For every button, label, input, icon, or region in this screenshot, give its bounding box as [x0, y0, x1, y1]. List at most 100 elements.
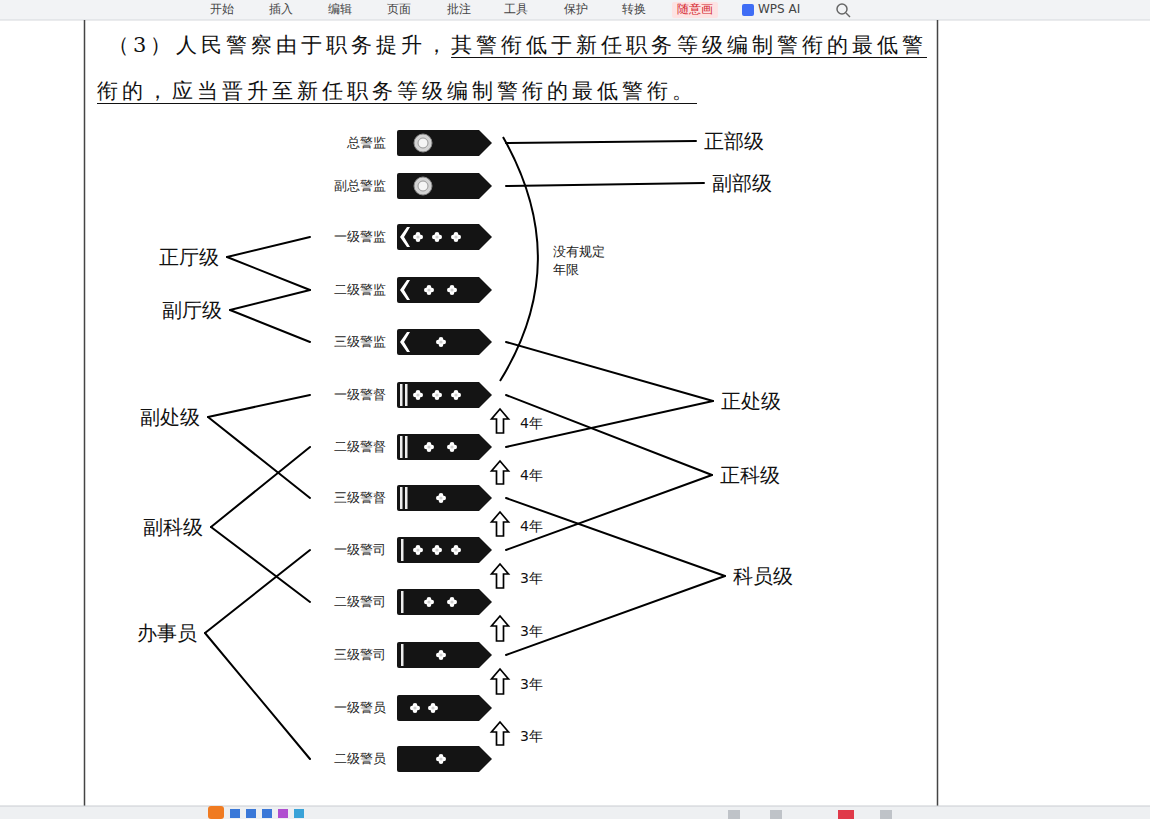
rank-node: 一级警司 [310, 536, 506, 564]
level-node: 正厅级 [151, 242, 227, 272]
level-node: 正科级 [712, 460, 788, 490]
board-body [397, 173, 492, 199]
ime-icon [246, 809, 256, 818]
shoulder-board [397, 173, 493, 199]
connector-line [205, 550, 310, 633]
rank-name: 副总警监 [310, 172, 386, 200]
year-label: 4年 [519, 518, 544, 535]
shoulder-board [397, 224, 493, 250]
rank-node: 一级警督 [310, 381, 506, 409]
search-icon [837, 4, 847, 14]
shoulder-board [397, 277, 493, 303]
year-label: 3年 [519, 623, 544, 640]
level-name: 副部级 [712, 170, 772, 196]
board-star [416, 548, 419, 551]
rank-name: 一级警监 [310, 223, 386, 251]
connector-line [211, 447, 310, 527]
year-label: 3年 [519, 728, 544, 745]
board-chevron [400, 280, 410, 300]
shoulder-board [397, 130, 493, 156]
board-emblem [418, 181, 428, 191]
shoulder-board [397, 434, 493, 460]
level-name: 正科级 [720, 462, 780, 488]
level-node: 副处级 [132, 402, 208, 432]
year-arrow [492, 722, 509, 745]
rank-name: 二级警监 [310, 276, 386, 304]
connector-line [211, 527, 310, 602]
search-icon [846, 13, 850, 17]
ime-icon [208, 806, 224, 819]
board-bar [405, 436, 408, 458]
connector-line [506, 183, 704, 186]
year-label: 3年 [519, 676, 544, 693]
rank-node: 副总警监 [310, 172, 506, 200]
shoulder-board [397, 642, 493, 668]
rank-node: 二级警监 [310, 276, 506, 304]
board-body [397, 485, 492, 511]
board-star [450, 445, 453, 448]
board-body [397, 642, 492, 668]
level-name: 正厅级 [159, 244, 219, 270]
level-node: 副厅级 [154, 295, 230, 325]
ai-icon [742, 4, 754, 16]
page-border [84, 20, 86, 806]
board-body [397, 537, 492, 563]
board-bar [401, 539, 404, 561]
board-body [397, 130, 492, 156]
level-name: 副处级 [140, 404, 200, 430]
rank-name: 二级警司 [310, 588, 386, 616]
board-body [397, 434, 492, 460]
rank-node: 三级警监 [310, 328, 506, 356]
connector-line [506, 498, 725, 576]
shoulder-board [397, 329, 493, 355]
board-emblem [414, 134, 432, 152]
board-emblem [414, 177, 432, 195]
year-arrow [492, 669, 509, 694]
board-bar [400, 384, 403, 406]
connector-line [506, 141, 696, 143]
shoulder-board [397, 746, 493, 772]
connector-line [205, 633, 310, 759]
rank-name: 一级警司 [310, 536, 386, 564]
connector-line [506, 342, 713, 401]
toolbar-tab: 页面 [387, 2, 411, 17]
board-bar [400, 436, 403, 458]
toolbar-divider [0, 20, 1150, 21]
shoulder-board [397, 382, 493, 408]
paragraph-text: （3）人民警察由于职务提升， [108, 33, 451, 57]
connector-line [208, 395, 310, 417]
level-name: 正处级 [721, 388, 781, 414]
toolbar-tab: 编辑 [328, 2, 352, 17]
board-star [435, 548, 438, 551]
board-body [397, 746, 492, 772]
board-star [454, 393, 457, 396]
toolbar-tab: 随意画 [677, 2, 713, 17]
board-chevron [400, 332, 410, 352]
level-node: 办事员 [129, 618, 205, 648]
rank-name: 一级警员 [310, 694, 386, 722]
year-arrow [492, 512, 509, 536]
level-name: 副厅级 [162, 297, 222, 323]
rank-name: 总警监 [310, 129, 386, 157]
board-star [450, 288, 453, 291]
rank-node: 二级警员 [310, 745, 506, 773]
toolbar-tab: 批注 [447, 2, 471, 17]
board-star [454, 235, 457, 238]
board-star [439, 340, 442, 343]
view-icon [880, 810, 892, 819]
connector-line [230, 310, 310, 342]
rank-name: 一级警督 [310, 381, 386, 409]
year-label: 4年 [519, 415, 544, 432]
board-star [435, 235, 438, 238]
bracket-note: 没有规定年限 [553, 243, 608, 279]
ime-icon [294, 809, 304, 818]
board-star [435, 393, 438, 396]
connector-line [230, 290, 310, 310]
note-paragraph: （3）人民警察由于职务提升，其警衔低于新任职务等级编制警衔的最低警衔的，应当晋升… [97, 22, 927, 114]
connector-line [506, 395, 712, 475]
level-node: 科员级 [725, 561, 801, 591]
toolbar-tab: 插入 [269, 2, 293, 17]
toolbar-bar [0, 0, 1150, 20]
level-node: 正部级 [696, 126, 772, 156]
board-body [397, 277, 492, 303]
